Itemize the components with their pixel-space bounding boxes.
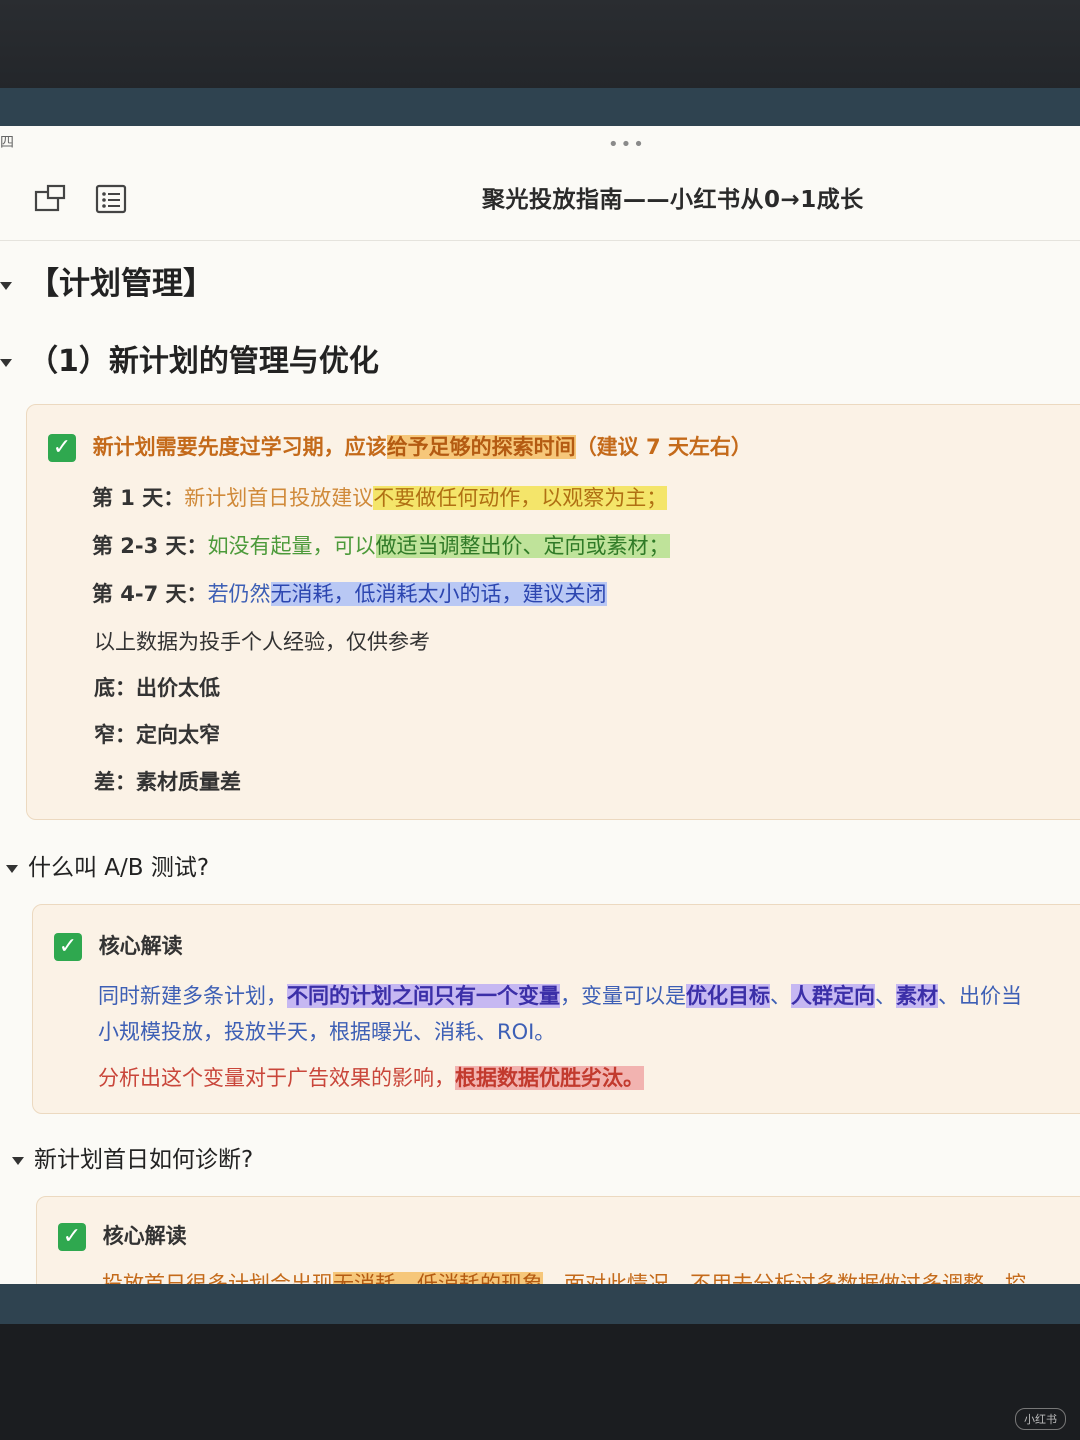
- corner-glyph: 四: [0, 135, 14, 151]
- checkmark-icon: ✓: [54, 933, 82, 961]
- sidebar-toggle-icon[interactable]: [34, 184, 66, 214]
- document-title: 聚光投放指南——小红书从0→1成长: [482, 187, 864, 213]
- heading-ab-test: 什么叫 A/B 测试?: [6, 848, 209, 882]
- callout1-day23: 第 2-3 天：如没有起量，可以做适当调整出价、定向或素材；: [92, 534, 670, 558]
- heading-plan-management: 【计划管理】: [0, 258, 214, 303]
- background-bottom: [0, 1324, 1080, 1440]
- heading-new-plan: （1）新计划的管理与优化: [0, 336, 379, 380]
- collapse-caret-icon[interactable]: [6, 864, 18, 873]
- callout3-title: ✓ 核心解读: [58, 1220, 187, 1251]
- collapse-caret-icon[interactable]: [0, 358, 12, 367]
- callout-learning-period: [26, 404, 1080, 820]
- checkmark-icon: ✓: [48, 434, 76, 462]
- callout1-poor: 差：素材质量差: [94, 770, 241, 794]
- callout-diagnose: [36, 1196, 1080, 1284]
- outline-list-icon[interactable]: [95, 184, 127, 214]
- callout2-paragraph-3: 分析出这个变量对于广告效果的影响，根据数据优胜劣汰。: [98, 1066, 644, 1090]
- watermark: 小红书: [1015, 1408, 1066, 1430]
- background-top: [0, 0, 1080, 90]
- heading-diagnose: 新计划首日如何诊断?: [12, 1140, 253, 1174]
- callout1-narrow: 窄：定向太窄: [94, 723, 220, 747]
- app-screen: 四 ••• 聚光投放指南——小红书从0→1成长 【计划管理】 （1）新计划的管理…: [0, 126, 1080, 1284]
- device-bezel-bottom: [0, 1284, 1080, 1324]
- callout1-note: 以上数据为投手个人经验，仅供参考: [94, 630, 430, 654]
- callout1-day47: 第 4-7 天：若仍然无消耗，低消耗太小的话，建议关闭: [92, 582, 607, 606]
- callout2-paragraph-2: 小规模投放，投放半天，根据曝光、消耗、ROI。: [98, 1020, 556, 1044]
- collapse-caret-icon[interactable]: [0, 281, 12, 290]
- callout-ab-test: [32, 904, 1080, 1114]
- toolbar-divider: [0, 240, 1080, 241]
- callout1-day1: 第 1 天：新计划首日投放建议不要做任何动作，以观察为主；: [92, 486, 668, 510]
- callout2-paragraph-1: 同时新建多条计划，不同的计划之间只有一个变量，变量可以是优化目标、人群定向、素材…: [98, 984, 1022, 1008]
- callout1-low: 底：出价太低: [94, 676, 220, 700]
- checkmark-icon: ✓: [58, 1223, 86, 1251]
- callout2-title: ✓ 核心解读: [54, 930, 183, 961]
- callout3-paragraph-cut: 投放首日很多计划会出现无消耗、低消耗的现象，面对此情况，不用去分析过多数据做过多…: [102, 1268, 1026, 1284]
- callout1-intro: ✓ 新计划需要先度过学习期，应该给予足够的探索时间（建议 7 天左右）: [48, 431, 752, 462]
- more-dots-button[interactable]: •••: [608, 134, 646, 155]
- collapse-caret-icon[interactable]: [12, 1156, 24, 1165]
